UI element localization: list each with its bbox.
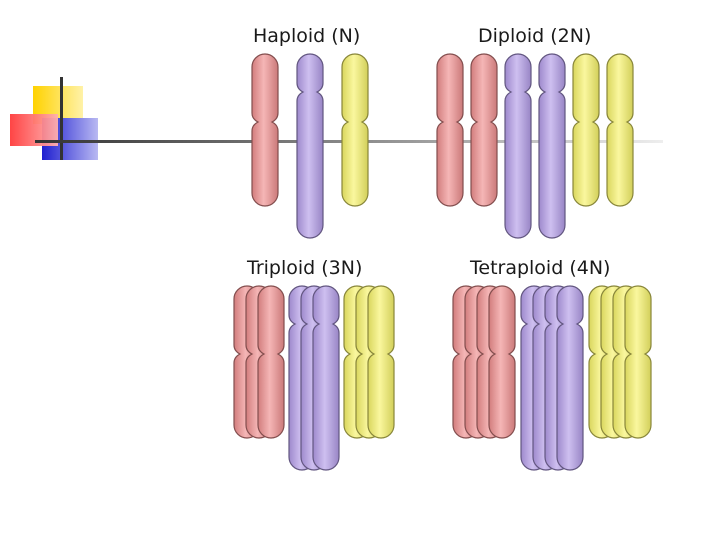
chromosome-p0-g2 [341, 53, 369, 207]
chromosome-p1-g2 [504, 53, 532, 239]
chromosome-p1-g5 [606, 53, 634, 207]
chromosome-p2-g1-c2 [312, 285, 340, 471]
chromosome-p2-g2-c2 [367, 285, 395, 439]
chromosome-p0-g0 [251, 53, 279, 207]
chromosome-p1-g4 [572, 53, 600, 207]
chromosome-p1-g3 [538, 53, 566, 239]
chromosome-p2-g0-c2 [257, 285, 285, 439]
panel-title-haploid: Haploid (N) [253, 25, 361, 47]
chromosome-p3-g1-c3 [556, 285, 584, 471]
chromosome-p1-g1 [470, 53, 498, 207]
panel-title-tetraploid: Tetraploid (4N) [470, 257, 611, 279]
panel-title-triploid: Triploid (3N) [247, 257, 363, 279]
panel-title-diploid: Diploid (2N) [478, 25, 592, 47]
chromosome-p1-g0 [436, 53, 464, 207]
chromosome-p3-g2-c3 [624, 285, 652, 439]
deco-vertical-line [60, 77, 63, 160]
chromosome-p0-g1 [296, 53, 324, 239]
chromosome-p3-g0-c3 [488, 285, 516, 439]
